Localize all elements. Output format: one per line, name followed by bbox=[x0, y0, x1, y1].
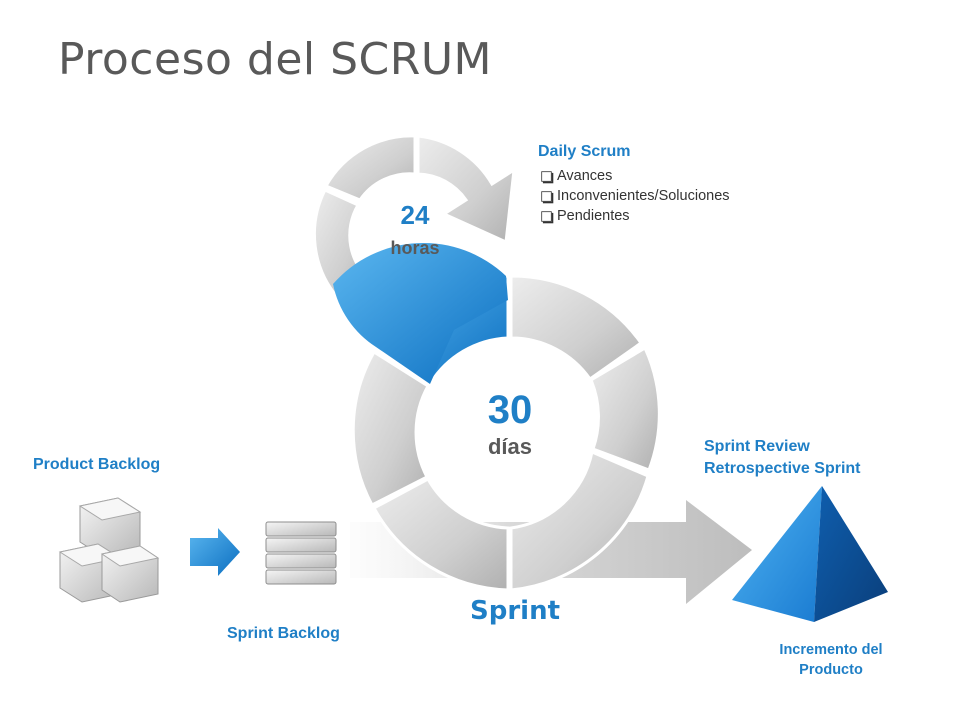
list-item: Pendientes bbox=[540, 206, 730, 226]
small-cycle-ring bbox=[312, 134, 516, 384]
list-item: Avances bbox=[540, 166, 730, 186]
document-stack-icon bbox=[265, 521, 337, 585]
page-title: Proceso del SCRUM bbox=[58, 34, 492, 85]
small-cycle-unit: horas bbox=[390, 238, 440, 258]
checkbox-bullet-icon bbox=[541, 170, 552, 182]
sprint-review-label: Sprint Review Retrospective Sprint bbox=[704, 438, 861, 477]
big-cycle-unit: días bbox=[487, 434, 533, 459]
sprint-backlog-label: Sprint Backlog bbox=[227, 625, 340, 642]
big-cycle-number: 30 bbox=[487, 388, 533, 432]
cube-stack-icon bbox=[58, 497, 160, 603]
checkbox-bullet-icon bbox=[541, 210, 552, 222]
daily-scrum-title: Daily Scrum bbox=[538, 143, 631, 160]
daily-scrum-list: Avances Inconvenientes/Soluciones Pendie… bbox=[540, 166, 730, 226]
product-backlog-label: Product Backlog bbox=[33, 456, 161, 473]
sprint-label: Sprint bbox=[470, 596, 561, 626]
incremento-label: Incremento del Producto bbox=[779, 642, 883, 678]
pyramid-icon bbox=[732, 486, 888, 622]
checkbox-bullet-icon bbox=[541, 190, 552, 202]
list-item: Inconvenientes/Soluciones bbox=[540, 186, 730, 206]
arrow-right-icon bbox=[190, 528, 240, 576]
small-cycle-number: 24 bbox=[400, 200, 430, 230]
